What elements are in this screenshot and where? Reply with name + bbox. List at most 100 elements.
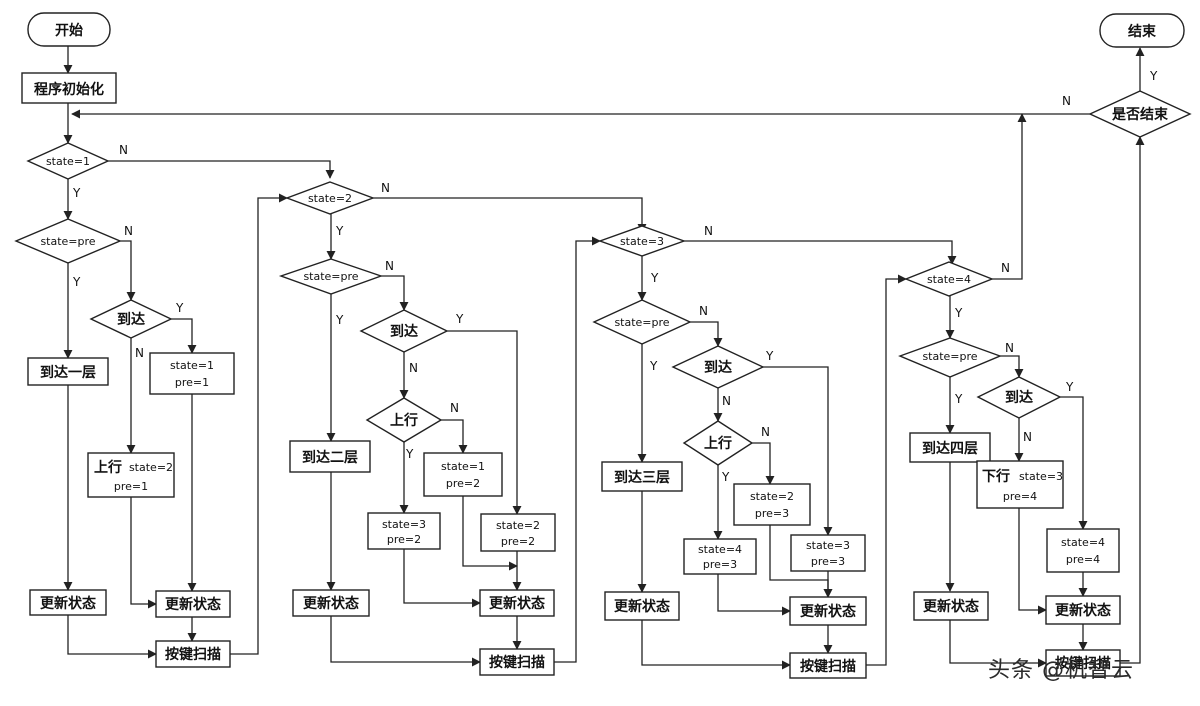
s1-cond-label: state=1 bbox=[46, 155, 90, 168]
s1-floor-box bbox=[27, 357, 109, 386]
s2-set-down-line2: pre=2 bbox=[501, 535, 535, 548]
s4-update-label-a: 更新状态 bbox=[923, 598, 979, 615]
end-node: 结束 bbox=[1099, 13, 1185, 48]
connectors bbox=[63, 46, 1145, 670]
s3-set-arrive-line2: pre=3 bbox=[755, 507, 789, 520]
arrow-c1upd-scan bbox=[67, 615, 157, 659]
s1-arrive-no-label: N bbox=[135, 346, 144, 360]
s3-set-up-box bbox=[683, 538, 757, 575]
s1-pre-yes-label: Y bbox=[72, 275, 81, 289]
start-label: 开始 bbox=[55, 22, 83, 39]
s4-update-label-b: 更新状态 bbox=[1055, 602, 1111, 619]
s1-yes-label: Y bbox=[72, 186, 81, 200]
arrow-c3setu-update bbox=[717, 574, 791, 616]
s4-scan-box bbox=[1045, 649, 1121, 677]
s3-set-up-line1: state=4 bbox=[698, 543, 742, 556]
branch-labels: Y N N Y N Y Y N N Y N Y Y N N Y N Y N Y … bbox=[72, 69, 1158, 484]
s4-down-line1: state=3 bbox=[1019, 470, 1063, 483]
s3-arrive-diamond bbox=[671, 345, 765, 389]
s2-set-down-line1: state=2 bbox=[496, 519, 540, 532]
arrow-c4upd-scan bbox=[949, 620, 1047, 668]
s4-yes-label: Y bbox=[954, 306, 963, 320]
s3-up-diamond bbox=[682, 420, 754, 466]
is-end-diamond bbox=[1088, 90, 1192, 138]
s4-floor-box bbox=[909, 432, 991, 463]
s2-set-up-line1: state=3 bbox=[382, 518, 426, 531]
s2-set-arrive-line1: state=1 bbox=[441, 460, 485, 473]
arrow-c4pre-no bbox=[1000, 355, 1024, 378]
arrow-c2seta-join bbox=[462, 496, 518, 571]
arrow-s4-no bbox=[992, 113, 1027, 280]
s2-up-yes-label: Y bbox=[405, 447, 414, 461]
arrow-s1-no bbox=[108, 160, 335, 179]
s3-no-label: N bbox=[704, 224, 713, 238]
s2-up-label: 上行 bbox=[390, 412, 418, 429]
arrow-c3pre-no bbox=[690, 321, 723, 347]
init-label: 程序初始化 bbox=[34, 81, 104, 98]
s1-arrive-label: 到达 bbox=[117, 311, 145, 328]
s1-up-line2: pre=1 bbox=[114, 480, 148, 493]
watermark: 头条 @机智云 bbox=[988, 658, 1134, 683]
s3-scan-box bbox=[789, 652, 867, 679]
s2-update-label-a: 更新状态 bbox=[303, 595, 359, 612]
s1-set-arrive-line2: pre=1 bbox=[175, 376, 209, 389]
s3-up-label: 上行 bbox=[704, 435, 732, 452]
end-label: 结束 bbox=[1128, 23, 1157, 40]
s3-update-box-b bbox=[789, 596, 867, 626]
s1-update-label-b: 更新状态 bbox=[165, 596, 221, 613]
arrow-c3upd-scan bbox=[641, 620, 791, 670]
s4-down-label: 下行 bbox=[982, 468, 1010, 485]
s1-pre-diamond bbox=[14, 218, 122, 264]
arrow-c2setu-update bbox=[403, 549, 481, 608]
column-state3: state=3 state=pre 到达 上行 到达三层 state=2 pre… bbox=[592, 225, 867, 679]
s2-update-box-a bbox=[292, 589, 370, 617]
s2-arrive-no-label: N bbox=[409, 361, 418, 375]
s2-pre-yes-label: Y bbox=[335, 313, 344, 327]
s3-pre-diamond bbox=[592, 299, 692, 345]
init-node: 程序初始化 bbox=[21, 72, 117, 104]
s1-cond-diamond bbox=[26, 142, 110, 180]
s4-no-label: N bbox=[1001, 261, 1010, 275]
s2-pre-diamond bbox=[278, 258, 384, 295]
s2-arrive-label: 到达 bbox=[390, 323, 418, 340]
s4-set-arrive-line1: state=4 bbox=[1061, 536, 1105, 549]
s1-up-label: 上行 bbox=[94, 459, 122, 476]
arrow-c4down-update bbox=[1018, 508, 1047, 615]
isend-yes-label: Y bbox=[1149, 69, 1158, 83]
s4-arrive-label: 到达 bbox=[1005, 389, 1033, 406]
s3-up-yes-label: Y bbox=[721, 470, 730, 484]
s3-pre-no-label: N bbox=[699, 304, 708, 318]
column-state2: state=2 state=pre 到达 上行 到达二层 state=1 pre… bbox=[278, 181, 556, 676]
column-state1: state=1 state=pre 到达 到达一层 state=1 pre=1 … bbox=[14, 142, 235, 668]
init-box bbox=[21, 72, 117, 104]
s3-arrive-label: 到达 bbox=[704, 359, 732, 376]
s2-set-arrive-box bbox=[423, 452, 503, 497]
s3-pre-yes-label: Y bbox=[649, 359, 658, 373]
s1-floor-label: 到达一层 bbox=[40, 364, 96, 381]
s2-pre-label: state=pre bbox=[303, 270, 358, 283]
arrow-c2pre-no bbox=[381, 275, 409, 311]
s3-update-label-b: 更新状态 bbox=[800, 603, 856, 620]
s1-set-arrive-box bbox=[149, 352, 235, 395]
s2-scan-box bbox=[479, 648, 555, 676]
arrow-c4scan-isend bbox=[1120, 136, 1145, 664]
s1-pre-no-label: N bbox=[124, 224, 133, 238]
s1-no-label: N bbox=[119, 143, 128, 157]
s4-scan-label: 按键扫描 bbox=[1055, 655, 1111, 672]
arrow-c2upd-scan bbox=[330, 616, 481, 667]
s4-pre-yes-label: Y bbox=[954, 392, 963, 406]
s3-cond-diamond bbox=[597, 225, 687, 257]
s2-update-label-b: 更新状态 bbox=[489, 595, 545, 612]
s2-arrive-diamond bbox=[359, 309, 449, 353]
s2-arrive-yes-label: Y bbox=[455, 312, 464, 326]
s4-pre-diamond bbox=[898, 337, 1002, 378]
s1-scan-box bbox=[155, 640, 231, 668]
s2-set-up-box bbox=[367, 512, 441, 550]
arrow-c2scan-s3 bbox=[554, 236, 601, 663]
s3-scan-label: 按键扫描 bbox=[800, 658, 856, 675]
s3-set-arrive-line1: state=2 bbox=[750, 490, 794, 503]
s4-set-arrive-line2: pre=4 bbox=[1066, 553, 1100, 566]
s2-scan-label: 按键扫描 bbox=[489, 654, 545, 671]
s3-update-box-a bbox=[604, 591, 680, 621]
